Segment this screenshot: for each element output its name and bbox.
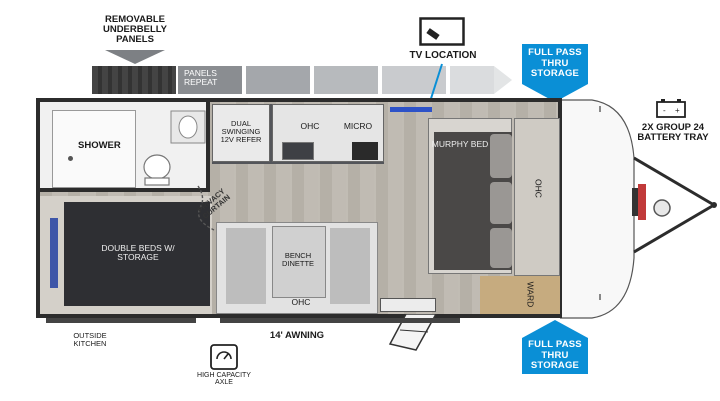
bench-dinette-label: BENCH DINETTE — [281, 251, 315, 268]
shower-stall — [52, 110, 136, 188]
dinette-table — [272, 226, 326, 298]
dinette-bench-left — [226, 228, 266, 304]
shower-drain — [68, 156, 73, 161]
awning-line — [220, 318, 460, 323]
awning-label: 14' AWNING — [269, 330, 325, 341]
underbelly-panel — [382, 66, 446, 94]
front-ohc-label: OHC — [533, 179, 544, 198]
refer-label: DUAL SWINGING 12V REFER — [220, 119, 262, 144]
privacy-curtain — [197, 185, 215, 231]
underbelly-panel — [178, 66, 242, 94]
toilet-icon — [143, 154, 171, 186]
micro-label: MICRO — [343, 121, 373, 131]
sofa-cushion — [490, 228, 512, 268]
battery-tray-label: 2X GROUP 24 BATTERY TRAY — [637, 122, 709, 143]
tv-wall-mount — [390, 107, 432, 112]
full-pass-storage-bottom-label: FULL PASS THRU STORAGE — [522, 338, 588, 374]
entry-steps — [388, 314, 437, 351]
sofa-cushion — [490, 182, 512, 224]
wardrobe — [480, 276, 560, 314]
full-pass-storage-top-label: FULL PASS THRU STORAGE — [522, 44, 588, 84]
down-arrow-icon — [522, 84, 588, 102]
underbelly-panel — [246, 66, 310, 94]
dinette-ohc-label: OHC — [291, 297, 311, 307]
dinette-bench-right — [330, 228, 370, 304]
wardrobe-label: WARD — [525, 281, 536, 308]
down-arrow-icon — [105, 50, 165, 64]
sofa-cushion — [490, 134, 512, 178]
panel-arrow-tip-icon — [494, 66, 512, 94]
up-arrow-icon — [522, 320, 588, 338]
refrigerator — [212, 104, 270, 162]
svg-text:+: + — [675, 106, 680, 115]
double-beds-label: DOUBLE BEDS W/ STORAGE — [101, 243, 175, 262]
kitchen-sink — [282, 142, 314, 160]
entry-door — [380, 298, 436, 312]
front-cap — [560, 99, 635, 319]
axle-label: HIGH CAPACITY AXLE — [197, 372, 251, 387]
front-ohc-cabinet — [514, 118, 560, 276]
kitchen-ohc-label: OHC — [300, 121, 320, 131]
outside-kitchen-marker — [46, 318, 196, 323]
battery-icon: - + — [656, 99, 686, 118]
exterior-wall — [36, 98, 562, 318]
underbelly-panel-dark — [92, 66, 176, 94]
shower-label: SHOWER — [78, 140, 121, 151]
outside-kitchen-label: OUTSIDE KITCHEN — [73, 331, 107, 348]
panels-repeat-label: PANELS REPEAT — [184, 68, 218, 87]
axle-scale-icon — [210, 344, 238, 370]
bathroom-sink-icon — [170, 110, 206, 144]
stove — [352, 142, 378, 160]
tv-icon — [419, 17, 465, 46]
svg-text:-: - — [663, 106, 666, 115]
underbelly-panel — [450, 66, 494, 94]
hitch-tongue — [632, 156, 717, 254]
tv-location-label: TV LOCATION — [409, 50, 477, 61]
removable-underbelly-label: REMOVABLE UNDERBELLY PANELS — [102, 14, 168, 45]
murphy-bed-label: MURPHY BED — [431, 139, 489, 149]
bed-window — [50, 218, 58, 288]
double-bed — [64, 202, 210, 306]
underbelly-panel — [314, 66, 378, 94]
